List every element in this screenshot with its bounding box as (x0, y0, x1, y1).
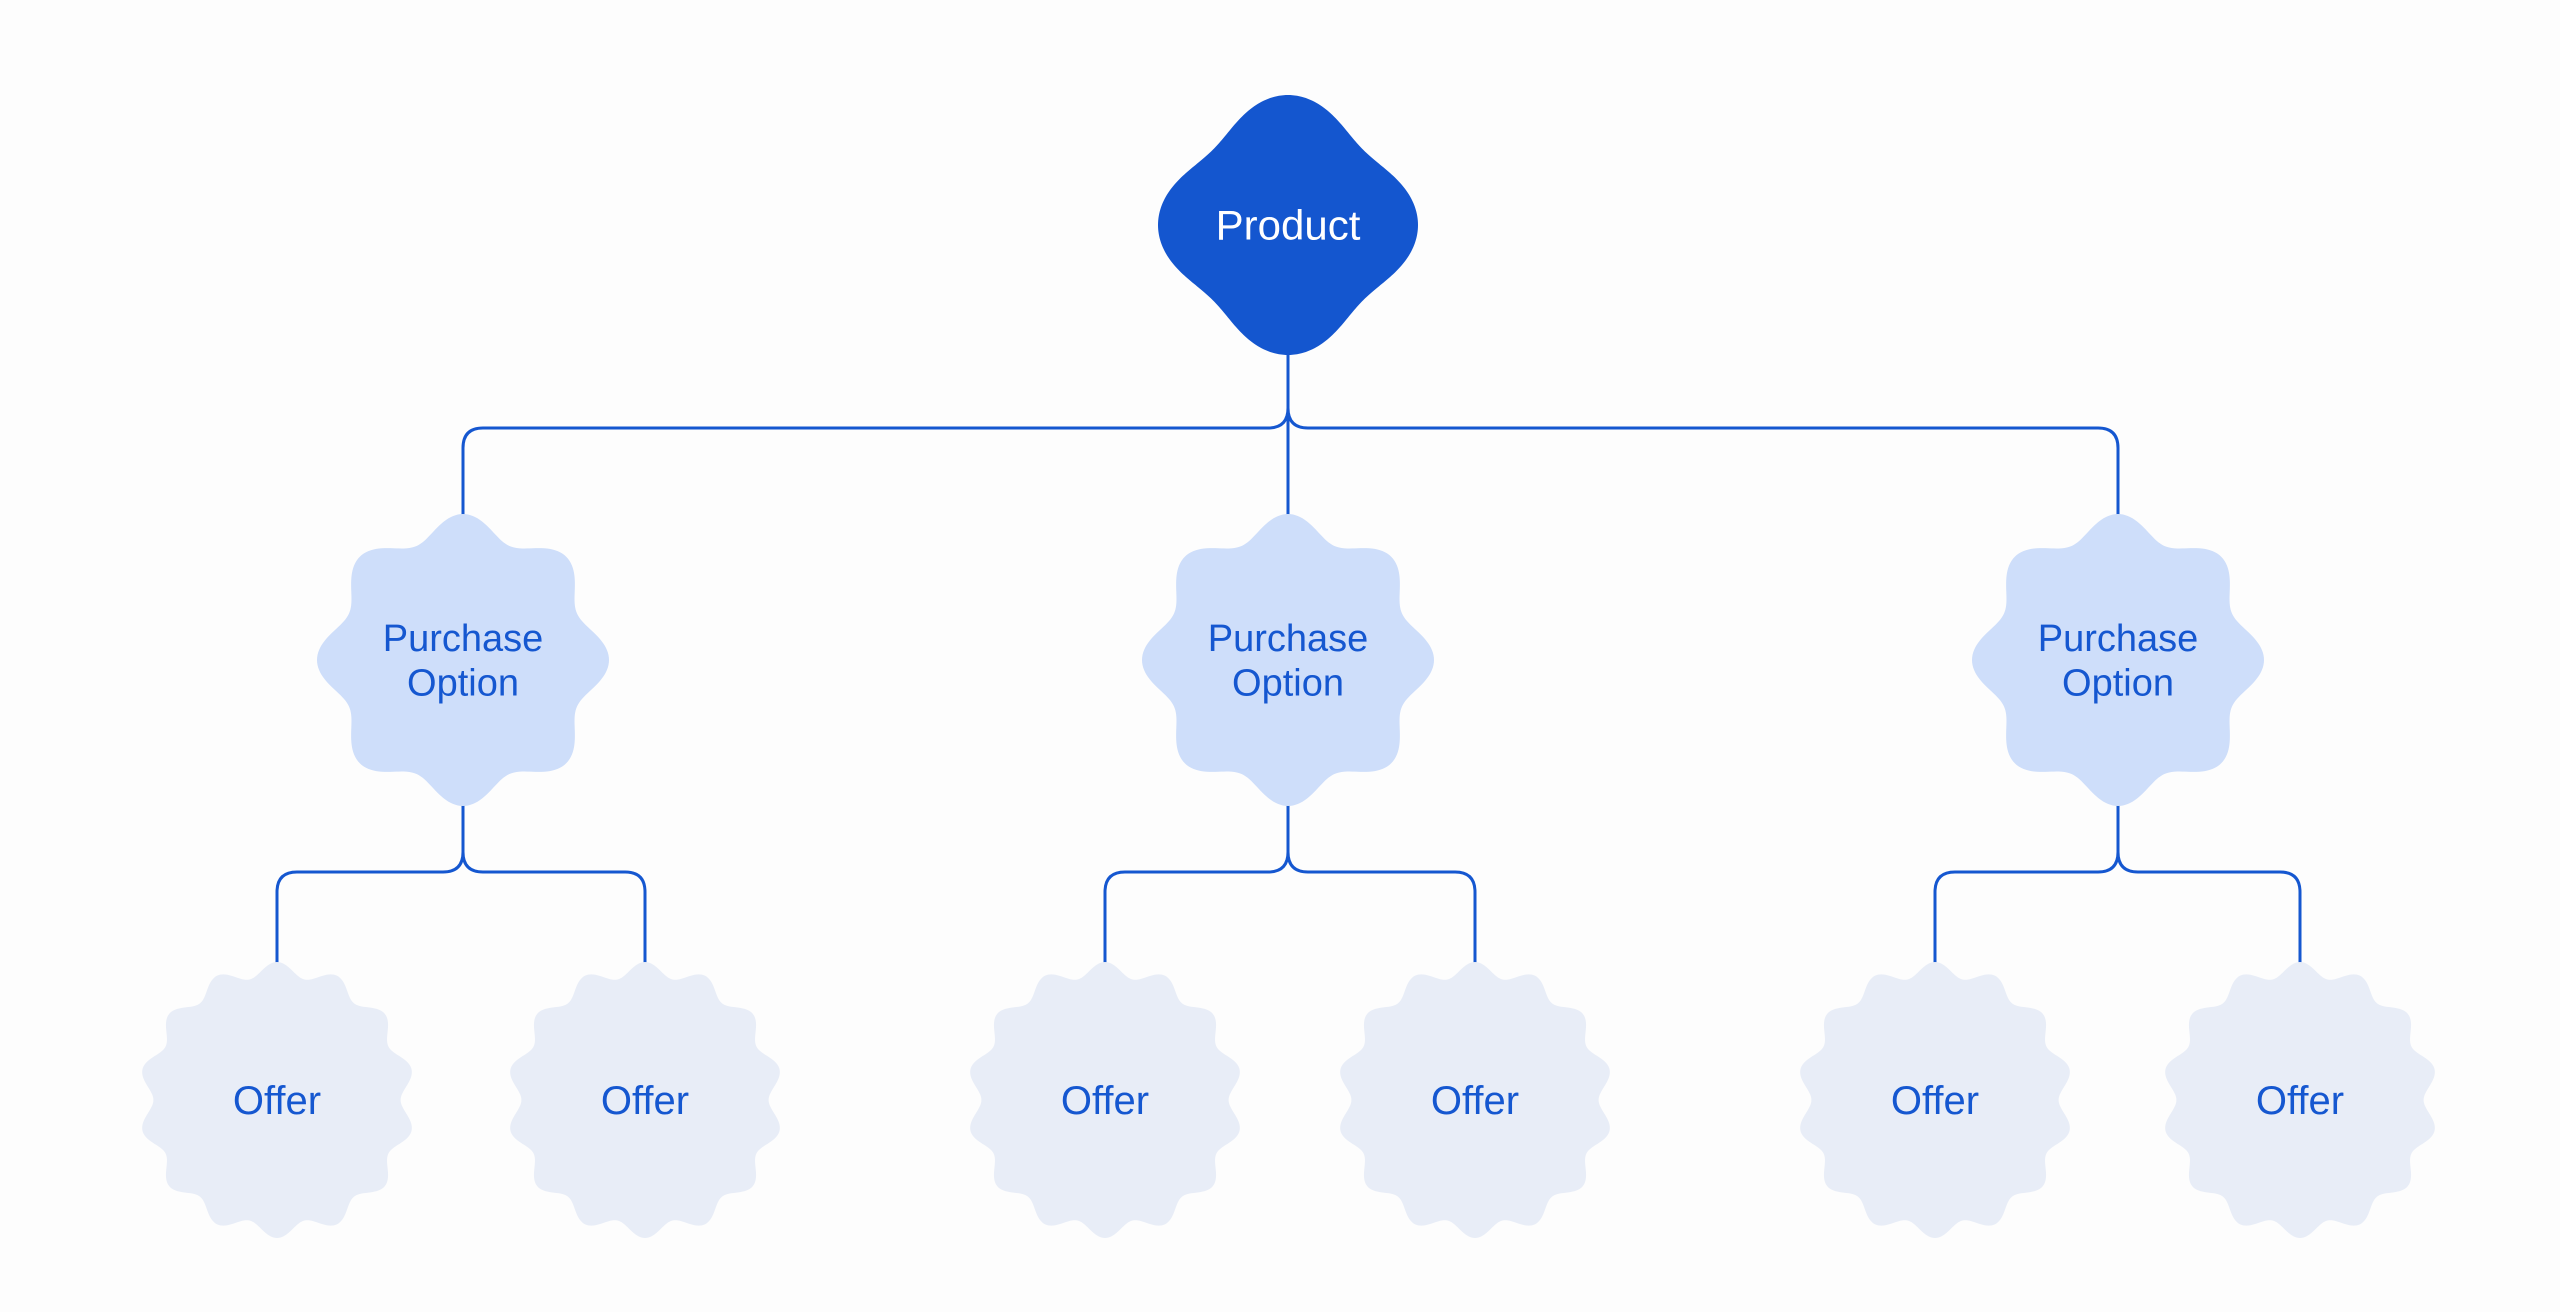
node-offer-4-shape (1340, 962, 1610, 1238)
node-offer-3[interactable]: Offer (970, 962, 1240, 1238)
connector-product-to-option-1 (461, 349, 1290, 530)
connector-product-to-option-3 (1286, 349, 2120, 530)
node-product[interactable]: Product (1158, 95, 1418, 355)
node-offer-2[interactable]: Offer (510, 962, 780, 1238)
node-purchase-option-1-shape (317, 514, 609, 806)
node-offer-5-shape (1800, 962, 2070, 1238)
node-offer-6[interactable]: Offer (2165, 962, 2435, 1238)
connector-option-to-offer-3 (1103, 790, 1290, 980)
node-offer-2-shape (510, 962, 780, 1238)
node-product-shape (1158, 95, 1418, 355)
connector-option-to-offer-5 (1933, 790, 2120, 980)
connector-option-to-offer-4 (1286, 790, 1477, 980)
node-purchase-option-2-shape (1142, 514, 1434, 806)
connector-option-to-offer-2 (461, 790, 647, 980)
node-offer-1-shape (142, 962, 412, 1238)
node-offer-3-shape (970, 962, 1240, 1238)
connector-option-to-offer-6 (2116, 790, 2302, 980)
node-purchase-option-3-shape (1972, 514, 2264, 806)
node-offer-4[interactable]: Offer (1340, 962, 1610, 1238)
node-offer-5[interactable]: Offer (1800, 962, 2070, 1238)
connector-option-to-offer-1 (275, 790, 465, 980)
connector-layer (275, 349, 2302, 980)
node-offer-1[interactable]: Offer (142, 962, 412, 1238)
node-offer-6-shape (2165, 962, 2435, 1238)
